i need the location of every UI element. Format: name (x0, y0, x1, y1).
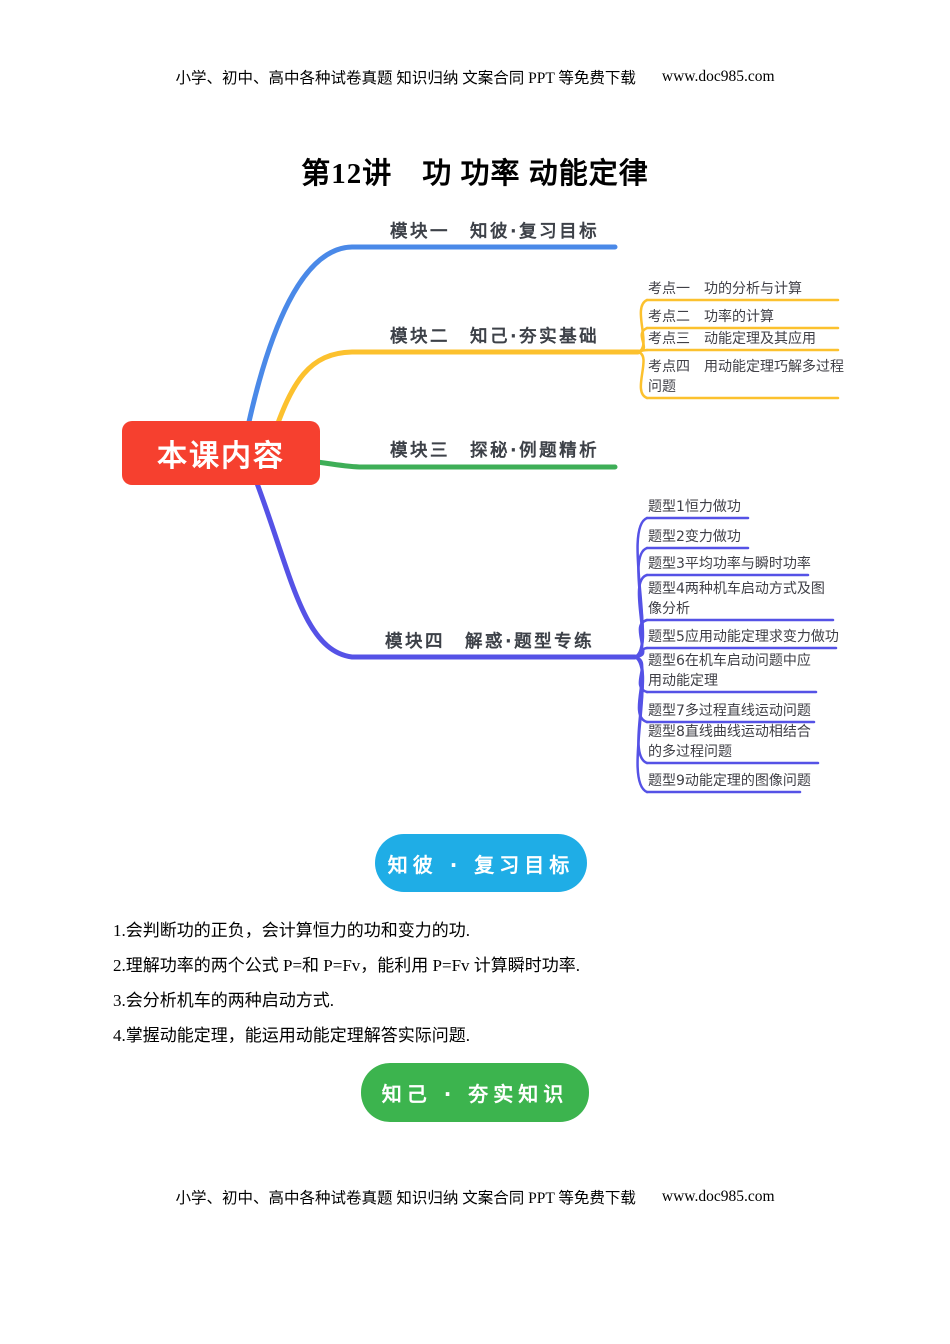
review-goals-list: 1.会判断功的正负，会计算恒力的功和变力的功. 2.理解功率的两个公式 P=和 … (113, 920, 853, 1060)
branch-line-1 (242, 244, 618, 443)
mindmap-branch-label-1: 模块一 知彼·复习目标 (390, 222, 600, 242)
mindmap-subtopic-tixing-8: 题型8直线曲线运动相结合 的多过程问题 (648, 724, 811, 760)
footer-site-text: 小学、初中、高中各种试卷真题 知识归纳 文案合同 PPT 等免费下载 (175, 1190, 636, 1207)
section-badge-consolidate: 知己 · 夯实知识 (361, 1063, 589, 1122)
page-footer: 小学、初中、高中各种试卷真题 知识归纳 文案合同 PPT 等免费下载 www.d… (0, 1186, 950, 1208)
goal-item-1: 1.会判断功的正负，会计算恒力的功和变力的功. (113, 921, 470, 940)
mindmap-connectors-svg (242, 244, 840, 794)
mindmap-branch-label-4: 模块四 解惑·题型专练 (385, 632, 595, 652)
mindmap-subtopic-tixing-2: 题型2变力做功 (648, 529, 741, 545)
header-site-text: 小学、初中、高中各种试卷真题 知识归纳 文案合同 PPT 等免费下载 (175, 70, 636, 87)
mindmap-center-node: 本课内容 (122, 421, 320, 485)
mindmap: 本课内容 模块一 知彼·复习目标 模块二 知己·夯实基础 模块三 探秘·例题精析… (0, 200, 950, 820)
mindmap-subtopic-tixing-9: 题型9动能定理的图像问题 (648, 773, 811, 789)
section-badge-review-goals: 知彼 · 复习目标 (375, 834, 587, 892)
branch-line-4 (247, 462, 638, 660)
branch-line-2 (269, 349, 641, 443)
mindmap-subtopic-tixing-4: 题型4两种机车启动方式及图 像分析 (648, 581, 825, 617)
mindmap-subtopic-kaodian-1: 考点一 功的分析与计算 (648, 281, 802, 297)
mindmap-subtopic-kaodian-3: 考点三 动能定理及其应用 (648, 331, 816, 347)
footer-site-url[interactable]: www.doc985.com (661, 1188, 775, 1205)
mindmap-subtopic-tixing-7: 题型7多过程直线运动问题 (648, 703, 811, 719)
goal-item-3: 3.会分析机车的两种启动方式. (113, 991, 334, 1010)
mindmap-subtopic-tixing-5: 题型5应用动能定理求变力做功 (648, 629, 839, 645)
page-header: 小学、初中、高中各种试卷真题 知识归纳 文案合同 PPT 等免费下载 www.d… (0, 66, 950, 88)
header-site-url[interactable]: www.doc985.com (661, 68, 775, 85)
mindmap-branch-label-3: 模块三 探秘·例题精析 (390, 441, 600, 461)
goal-item-2: 2.理解功率的两个公式 P=和 P=Fv，能利用 P=Fv 计算瞬时功率. (113, 956, 581, 975)
mindmap-subtopic-kaodian-4: 考点四 用动能定理巧解多过程 问题 (648, 359, 844, 395)
mindmap-branch-label-2: 模块二 知己·夯实基础 (390, 327, 600, 347)
mindmap-subtopic-kaodian-2: 考点二 功率的计算 (648, 309, 774, 325)
branch-2-fan (636, 298, 840, 400)
mindmap-subtopic-tixing-6: 题型6在机车启动问题中应 用动能定理 (648, 653, 811, 689)
page-title: 第12讲 功 功率 动能定律 (301, 158, 649, 190)
mindmap-subtopic-tixing-1: 题型1恒力做功 (648, 499, 741, 515)
mindmap-subtopic-tixing-3: 题型3平均功率与瞬时功率 (648, 556, 811, 572)
goal-item-4: 4.掌握动能定理，能运用动能定理解答实际问题. (113, 1026, 470, 1045)
branch-4-fan (633, 516, 838, 794)
